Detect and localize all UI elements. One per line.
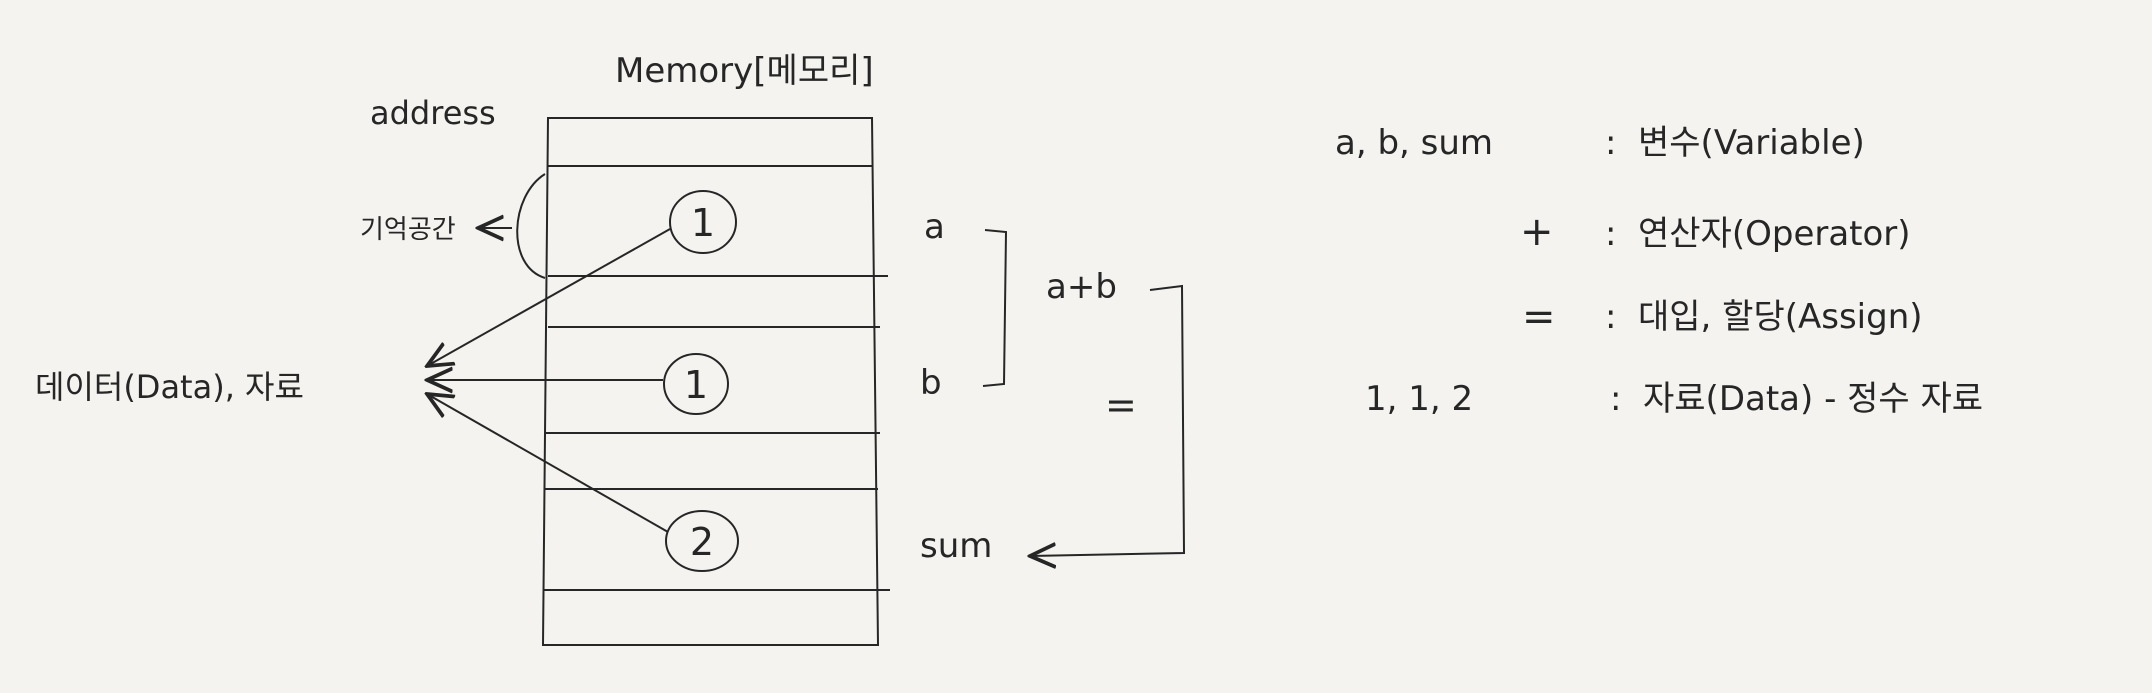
data-arrows [427,228,671,533]
legend-term-assign: = [1522,294,1556,340]
variable-label-sum: sum [920,526,992,566]
variable-label-b: b [920,363,942,403]
arrow-sum-to-data [427,394,669,533]
arrow-a-to-data [427,228,671,366]
legend-term-data: 1, 1, 2 [1365,379,1473,419]
expression-label: a+b [1046,267,1117,307]
legend-desc-variables: 변수(Variable) [1638,123,1865,163]
memory-outline [541,117,880,646]
legend-term-variables: a, b, sum [1335,123,1493,163]
ab-bracket [982,229,1008,387]
storage-space-label: 기억공간 [360,215,456,245]
equals-sign: = [1105,383,1137,427]
legend-sep: : [1605,214,1616,254]
legend-term-operator: + [1520,209,1554,255]
memory-title: Memory[메모리] [615,51,874,91]
value-cell-b: 1 [663,353,729,415]
address-label: address [370,94,496,132]
storage-space-bracket [516,173,546,279]
legend: a, b, sum : 변수(Variable) + : 연산자(Operato… [1335,123,1983,419]
legend-sep: : [1605,123,1616,163]
memory-block [541,117,890,646]
legend-desc-data: 자료(Data) - 정수 자료 [1643,379,1983,419]
legend-desc-operator: 연산자(Operator) [1638,214,1911,254]
variable-label-a: a [924,207,945,247]
legend-sep: : [1605,297,1616,337]
data-label: 데이터(Data), 자료 [35,368,304,406]
value-cell-sum: 2 [665,510,739,572]
value-text: 1 [691,201,715,245]
value-text: 1 [684,363,708,407]
value-cell-a: 1 [669,190,737,254]
legend-sep: : [1610,379,1621,419]
assign-arrow [1030,284,1186,556]
value-text: 2 [690,520,714,564]
legend-desc-assign: 대입, 할당(Assign) [1638,297,1923,337]
